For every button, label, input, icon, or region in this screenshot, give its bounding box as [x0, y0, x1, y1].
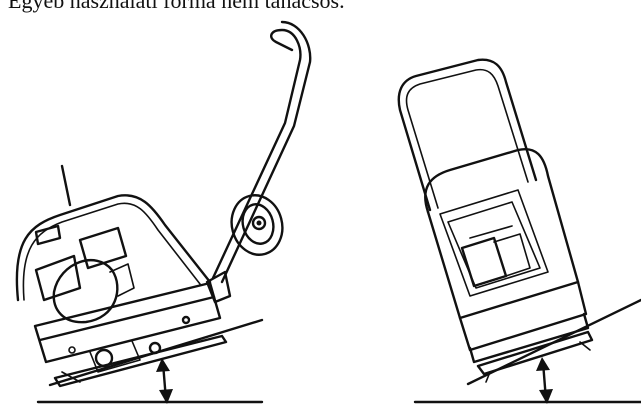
angle-arrow-right-icon	[536, 357, 553, 404]
lower-body-left	[33, 281, 222, 364]
caption-text: Egyéb használati forma nem tanácsos.	[8, 0, 345, 13]
guard-frame-left	[15, 194, 212, 302]
transport-wheel-icon	[230, 194, 284, 256]
plate-compactor-front-view-on-slope-icon	[397, 58, 641, 404]
base-plate-right	[476, 330, 594, 376]
plate-compactor-on-slope-icon	[15, 20, 312, 404]
handle-left	[211, 28, 302, 280]
lower-body-right	[458, 280, 588, 352]
handle-right	[397, 58, 538, 212]
angle-arrow-left-icon	[156, 358, 173, 404]
base-plate-left	[53, 334, 228, 388]
